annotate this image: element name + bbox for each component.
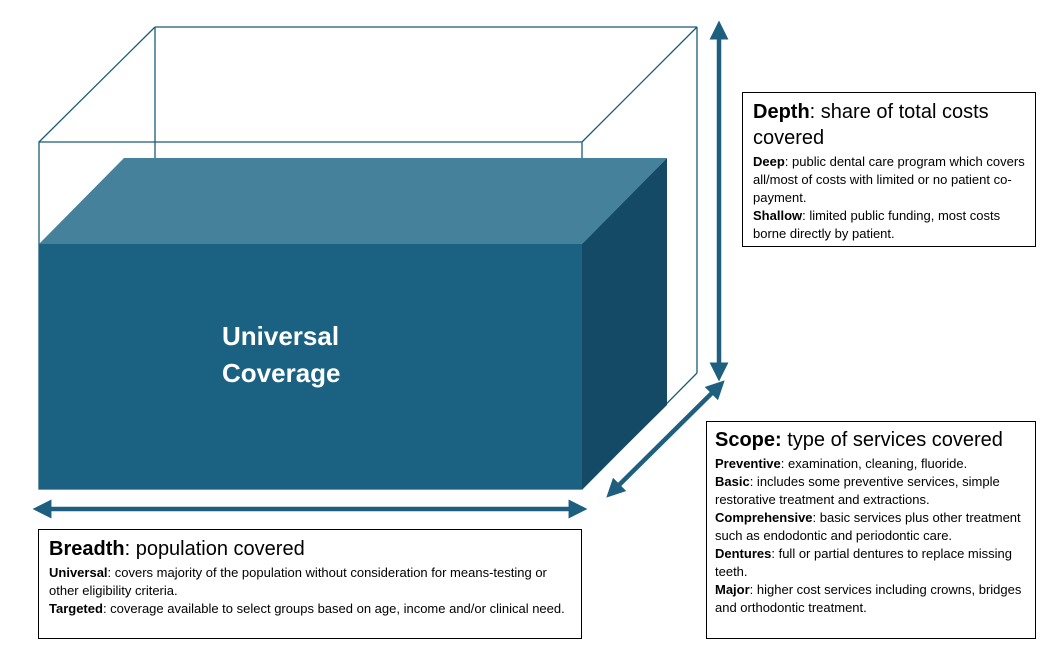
scope-item-basic: Basic: includes some preventive services… xyxy=(715,473,1027,509)
breadth-item-desc: : covers majority of the population with… xyxy=(49,565,547,598)
outer-box-top-left-edge xyxy=(38,26,156,143)
depth-item-term: Deep xyxy=(753,154,785,169)
outer-box-top-right-edge xyxy=(581,26,698,143)
scope-item-desc: : includes some preventive services, sim… xyxy=(715,474,1000,507)
scope-item-desc: : examination, cleaning, fluoride. xyxy=(780,456,968,471)
scope-item-term: Preventive xyxy=(715,456,781,471)
depth-title: Depth xyxy=(753,101,810,123)
breadth-item-term: Targeted xyxy=(49,601,103,616)
breadth-heading: Breadth: population covered xyxy=(49,536,571,562)
breadth-item-desc: : coverage available to select groups ba… xyxy=(102,601,565,616)
scope-arrow xyxy=(606,380,725,498)
breadth-subtitle: : population covered xyxy=(124,538,305,560)
cube-top-face xyxy=(39,158,667,244)
depth-item-desc: : public dental care program which cover… xyxy=(753,154,1025,205)
depth-box: Depth: share of total costs covered Deep… xyxy=(742,92,1036,247)
depth-heading: Depth: share of total costs covered xyxy=(753,99,1025,151)
scope-item-term: Dentures xyxy=(715,546,772,561)
scope-box: Scope: type of services covered Preventi… xyxy=(706,421,1036,639)
breadth-box: Breadth: population covered Universal: c… xyxy=(38,529,582,639)
scope-heading: Scope: type of services covered xyxy=(715,427,1027,453)
cube-label-line2: Coverage xyxy=(222,358,341,388)
cube-label-line1: Universal xyxy=(222,321,340,351)
depth-item-deep: Deep: public dental care program which c… xyxy=(753,153,1025,207)
scope-item-term: Basic xyxy=(715,474,750,489)
depth-item-term: Shallow xyxy=(753,208,803,223)
cube-label: Universal Coverage xyxy=(222,318,482,392)
scope-item-desc: : basic services plus other treatment su… xyxy=(715,510,1021,543)
cube-front-face xyxy=(39,244,582,489)
scope-subtitle: type of services covered xyxy=(781,429,1003,451)
scope-item-term: Comprehensive xyxy=(715,510,813,525)
scope-item-desc: : higher cost services including crowns,… xyxy=(715,582,1022,615)
breadth-title: Breadth xyxy=(49,538,125,560)
depth-item-shallow: Shallow: limited public funding, most co… xyxy=(753,207,1025,243)
scope-item-desc: : full or partial dentures to replace mi… xyxy=(715,546,1012,579)
depth-item-desc: : limited public funding, most costs bor… xyxy=(753,208,1001,241)
scope-item-preventive: Preventive: examination, cleaning, fluor… xyxy=(715,455,1027,473)
scope-item-term: Major xyxy=(715,582,750,597)
scope-item-major: Major: higher cost services including cr… xyxy=(715,581,1027,617)
scope-title: Scope: xyxy=(715,429,782,451)
scope-item-dentures: Dentures: full or partial dentures to re… xyxy=(715,545,1027,581)
breadth-item-universal: Universal: covers majority of the popula… xyxy=(49,564,571,600)
breadth-item-targeted: Targeted: coverage available to select g… xyxy=(49,600,571,618)
depth-subtitle: : share of total costs covered xyxy=(753,101,989,149)
breadth-item-term: Universal xyxy=(49,565,108,580)
scope-item-comprehensive: Comprehensive: basic services plus other… xyxy=(715,509,1027,545)
